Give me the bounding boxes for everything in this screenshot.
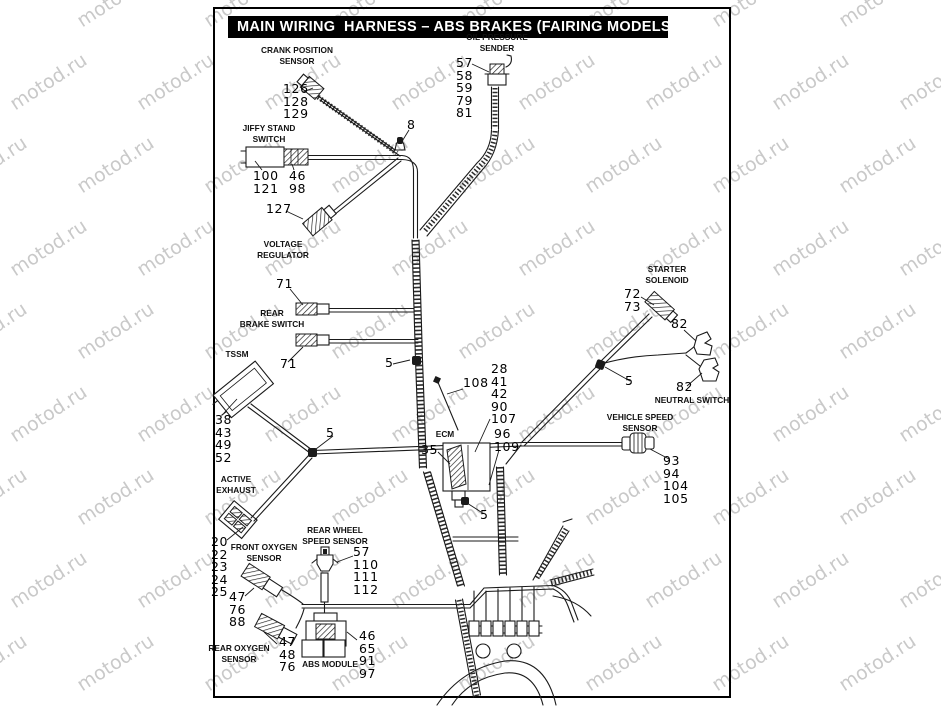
harness-junction-art — [308, 359, 624, 465]
active-exhaust-label: ACTIVE EXHAUST — [216, 474, 256, 495]
ecm-callout: 96 109 — [494, 426, 520, 454]
jiffy-stand-switch-label: JIFFY STAND SWITCH — [242, 123, 296, 144]
neutral-switch-terminal-a-callout: 82 — [671, 316, 689, 331]
lower-harness-art — [301, 466, 595, 706]
neutral-switch-label: NEUTRAL SWITCH — [654, 395, 730, 405]
active-exhaust-art — [217, 454, 313, 540]
ecm-art — [433, 376, 491, 508]
neutral-switch-terminal-b-callout: 82 — [676, 379, 694, 394]
abs-module-callout: 46 65 91 97 — [359, 628, 377, 681]
clip-5-junction-callout: 5 — [326, 425, 335, 440]
oil-pressure-sender-callout: 57 58 59 79 81 — [456, 55, 474, 120]
diagram-border — [213, 7, 731, 698]
clip-5-trunk-callout: 5 — [385, 355, 394, 370]
abs-module-label: ABS MODULE — [302, 659, 358, 669]
rear-brake-switch-label: REAR BRAKE SWITCH — [239, 308, 305, 329]
front-oxygen-sensor-label: FRONT OXYGEN SENSOR — [230, 542, 298, 563]
clip-5-ecm-callout: 5 — [480, 507, 489, 522]
active-exhaust-callout: 20 22 23 24 25 — [211, 534, 229, 599]
harness-clip-5-solenoid — [595, 359, 606, 370]
rear-brake-switch-art — [295, 302, 421, 365]
voltage-regulator-callout: 127 — [266, 201, 292, 216]
neutral-switch-art — [600, 331, 720, 382]
ecm-label: ECM — [435, 429, 455, 439]
diagram-title: MAIN WIRING HARNESS – ABS BRAKES (FAIRIN… — [228, 16, 676, 38]
harness-clip-8-callout: 8 — [407, 117, 416, 132]
ecm-connector-callout: 35 — [421, 442, 439, 457]
trunk-connector-callout: 28 41 42 90 107 — [491, 361, 517, 426]
abs-module-art — [301, 612, 347, 658]
tssm-label: TSSM — [225, 349, 249, 359]
crank-position-sensor-label: CRANK POSITION SENSOR — [261, 45, 333, 66]
leader-lines — [223, 63, 703, 645]
jiffy-stand-switch-callout-b: 46 98 — [289, 168, 307, 196]
crank-position-sensor-art — [296, 73, 401, 157]
clip-5-solenoid-callout: 5 — [625, 373, 634, 388]
starter-solenoid-art — [598, 290, 679, 367]
front-oxygen-sensor-art — [240, 562, 304, 605]
harness-clip-5-trunk — [412, 356, 421, 365]
rear-brake-switch-callout-a: 71 — [276, 276, 294, 291]
rear-brake-switch-callout-b: 71 — [280, 356, 298, 371]
voltage-regulator-label: VOLTAGE REGULATOR — [257, 239, 309, 260]
rear-oxygen-sensor-label: REAR OXYGEN SENSOR — [208, 643, 270, 664]
vehicle-speed-sensor-label: VEHICLE SPEED SENSOR — [606, 412, 674, 433]
rear-wheel-speed-sensor-callout: 57 110 111 112 — [353, 544, 379, 597]
starter-solenoid-callout: 72 73 — [624, 286, 642, 314]
tssm-art — [212, 360, 313, 454]
main-harness-trunk-art — [394, 137, 428, 469]
diagram-title-text: MAIN WIRING HARNESS – ABS BRAKES (FAIRIN… — [237, 19, 677, 35]
rear-oxygen-sensor-callout: 47 48 76 — [279, 634, 297, 674]
jiffy-stand-switch-callout-a: 100 121 — [253, 168, 279, 196]
rear-oxygen-sensor-art — [253, 608, 305, 645]
rear-wheel-speed-sensor-label: REAR WHEEL SPEED SENSOR — [302, 525, 368, 546]
harness-clip-5-junction — [308, 448, 317, 457]
voltage-regulator-art — [301, 157, 402, 237]
front-oxygen-sensor-callout: 47 76 88 — [229, 589, 247, 629]
jiffy-stand-switch-art — [240, 146, 403, 168]
crank-position-sensor-callout: 126 128 129 — [283, 81, 309, 121]
starter-solenoid-label: STARTER SOLENOID — [645, 264, 689, 285]
vehicle-speed-sensor-art — [621, 432, 655, 454]
cable-strap-108 — [433, 376, 441, 384]
cable-strap-callout: 108 — [463, 375, 489, 390]
oil-pressure-sender-label: OIL PRESSURE SENDER — [466, 32, 528, 53]
rear-wheel-speed-sensor-art — [311, 546, 339, 622]
vehicle-speed-sensor-callout: 93 94 104 105 — [663, 453, 689, 506]
oil-pressure-sender-art — [419, 54, 512, 237]
tssm-callout: 38 43 49 52 — [215, 412, 233, 465]
